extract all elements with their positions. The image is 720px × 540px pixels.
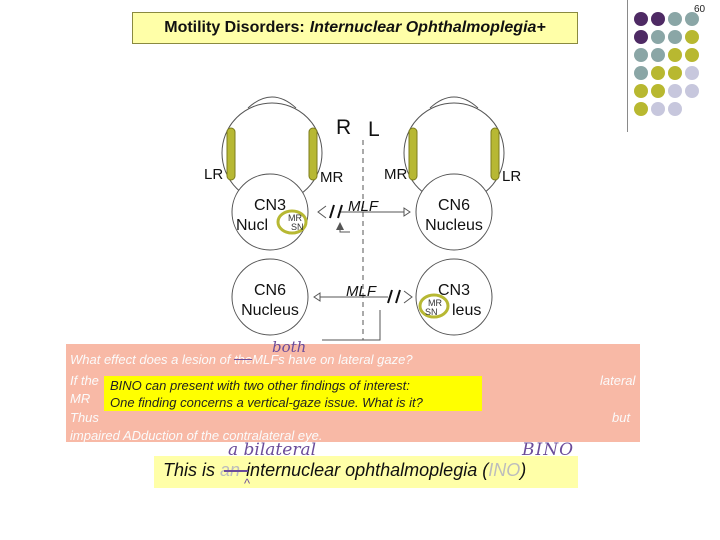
decorative-dot xyxy=(634,66,648,80)
bino-popup-line-2: One finding concerns a vertical-gaze iss… xyxy=(110,395,423,410)
left-eye-cornea xyxy=(247,96,297,109)
right-eye-cornea xyxy=(429,96,479,109)
mlf-lesion-top-1 xyxy=(329,204,335,219)
decorative-dot xyxy=(668,102,682,116)
cn3-top-line2: Nucl xyxy=(236,217,269,234)
lr-label-left-eye: LR xyxy=(204,166,224,183)
decorative-dot xyxy=(651,102,665,116)
conclusion-struck-abbr: INO xyxy=(488,460,521,480)
decorative-dot xyxy=(668,48,682,62)
mr-subnucleus-top-label: MR SN xyxy=(285,214,304,232)
decorative-dot xyxy=(651,12,665,26)
decorative-dot xyxy=(685,66,699,80)
decorative-dot xyxy=(634,12,648,26)
decorative-dot xyxy=(668,84,682,98)
right-eye-mr-muscle xyxy=(408,127,418,181)
mlf-arrow-top xyxy=(317,205,327,219)
cn6-nucleus-bottom-circle xyxy=(231,258,309,336)
decorative-dot xyxy=(668,30,682,44)
mlf-lesion-bottom-1 xyxy=(387,289,393,304)
decorative-dot xyxy=(651,30,665,44)
decorative-dot xyxy=(685,30,699,44)
decorative-dot xyxy=(685,12,699,26)
right-side-label: R xyxy=(336,116,353,139)
title-italic: Internuclear Ophthalmoplegia+ xyxy=(309,19,546,36)
bino-popup: BINO can present with two other findings… xyxy=(104,376,482,411)
decorative-divider xyxy=(627,0,628,132)
question-line-2-start: If the xyxy=(70,373,99,388)
cn3-bottom-line2: leus xyxy=(452,302,482,319)
handwritten-caret: ^ xyxy=(244,476,251,491)
mr-subnucleus-bottom xyxy=(418,293,450,319)
decorative-dot xyxy=(668,12,682,26)
handwritten-both: both xyxy=(272,338,307,356)
slide-title: Motility Disorders: Internuclear Ophthal… xyxy=(132,12,578,44)
cn6-nucleus-top: CN6 Nucleus xyxy=(414,196,494,236)
cn6-bottom-line1: CN6 xyxy=(253,282,286,299)
cn3-bottom-line1: CN3 xyxy=(438,282,471,299)
mr-sn-bottom-line2: SN xyxy=(425,307,438,317)
lr-label-right-eye: LR xyxy=(502,168,522,185)
decorative-dot xyxy=(634,84,648,98)
decorative-dot xyxy=(685,84,699,98)
decorative-dot xyxy=(651,66,665,80)
decorative-dot xyxy=(668,66,682,80)
decorative-dot xyxy=(634,102,648,116)
question-line-3: MR xyxy=(70,391,91,406)
slide-number: 60 xyxy=(694,4,706,15)
cn6-top-line1: CN6 xyxy=(437,197,470,214)
mlf-origin-bottom xyxy=(313,292,321,302)
conclusion-prefix: This is xyxy=(163,460,216,480)
cn3-top-line1: CN3 xyxy=(254,197,287,214)
bino-popup-line-1: BINO can present with two other findings… xyxy=(110,378,410,393)
mlf-origin-top xyxy=(403,207,411,217)
mr-sn-top-line2: SN xyxy=(291,222,304,232)
conclusion-middle: internuclear ophthalmoplegia ( xyxy=(246,460,489,480)
decorative-dot xyxy=(634,30,648,44)
decorative-dot xyxy=(651,48,665,62)
question-line-2-end: lateral xyxy=(600,373,636,388)
mr-label-left-eye: MR xyxy=(320,169,344,186)
cn6-bottom-line2: Nucleus xyxy=(241,302,299,319)
mlf-lesion-bottom-2 xyxy=(395,289,401,304)
mlf-arrow-bottom xyxy=(403,290,413,304)
cn6-top-line2: Nucleus xyxy=(425,217,483,234)
mlf-label-bottom: MLF xyxy=(346,283,376,300)
question-line-4-end: but xyxy=(612,410,631,425)
handwritten-bino: BINO xyxy=(522,440,575,460)
mlf-lesion-top-2 xyxy=(337,204,343,219)
question-line-4-start: Thus xyxy=(70,410,99,425)
left-eye-lr-muscle xyxy=(226,127,236,181)
conclusion-box xyxy=(154,456,578,488)
title-plain: Motility Disorders: xyxy=(164,19,305,36)
mr-subnucleus-bottom-label: MR SN xyxy=(425,299,442,317)
left-side-label: L xyxy=(368,118,380,141)
left-eye-mr-muscle xyxy=(308,127,318,181)
cn3-nucleus-top: CN3 Nucl xyxy=(236,196,290,236)
mlf-label-top: MLF xyxy=(348,198,378,215)
handwritten-a-bilateral: a bilateral xyxy=(228,440,317,460)
mr-sn-bottom-line1: MR xyxy=(428,298,442,308)
question-line-5: impaired ADduction of the contralateral … xyxy=(70,428,323,443)
right-eye-lr-muscle xyxy=(490,127,500,181)
strike-an xyxy=(224,470,248,472)
cn3-nucleus-bottom: CN3 leus xyxy=(436,281,492,321)
conclusion-suffix: ) xyxy=(520,460,527,480)
gaze-center-connection xyxy=(322,310,381,341)
mr-subnucleus-top xyxy=(276,209,308,235)
decorative-dot xyxy=(685,48,699,62)
mr-label-right-eye: MR xyxy=(384,166,408,183)
decorative-dot xyxy=(634,48,648,62)
cn6-nucleus-bottom: CN6 Nucleus xyxy=(230,281,310,321)
decorative-dot xyxy=(651,84,665,98)
mr-sn-top-line1: MR xyxy=(288,213,302,223)
gaze-center-arrowhead xyxy=(336,222,344,230)
question-line-1: What effect does a lesion of theMLFs hav… xyxy=(70,352,413,367)
cn6-nucleus-top-circle xyxy=(415,173,493,251)
